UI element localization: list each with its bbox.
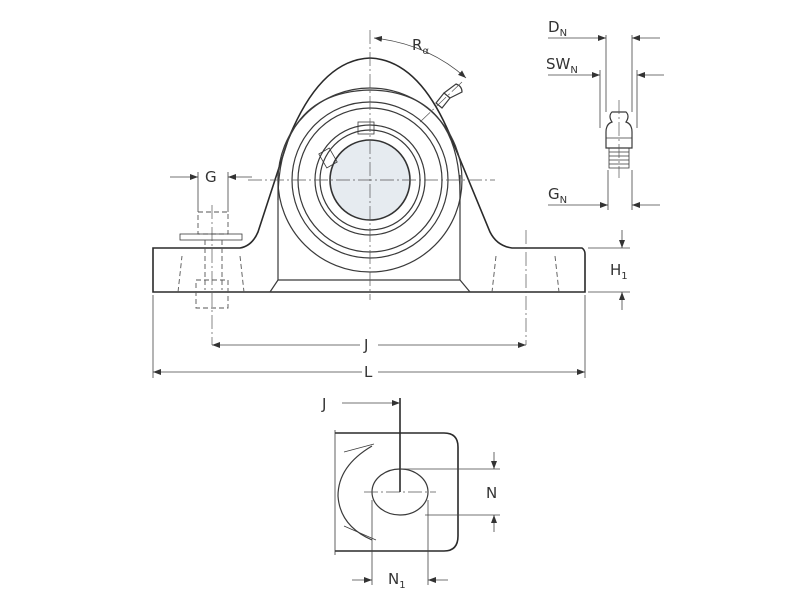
front-view: Rα G H1 J L (152, 30, 630, 381)
dim-label-swn: SWN (546, 55, 578, 76)
grease-nipple-detail: DN SWN GN (546, 18, 664, 210)
dim-label-l: L (364, 363, 373, 381)
dim-label-gn: GN (548, 185, 567, 206)
set-screw (357, 121, 375, 135)
dim-label-g: G (205, 168, 217, 186)
grease-nipple-mounted (435, 83, 463, 109)
dim-label-j-ref: J (321, 395, 326, 413)
dim-label-h1: H1 (610, 261, 628, 282)
dim-label-r-alpha: Rα (412, 36, 429, 57)
dim-label-n1: N1 (388, 570, 406, 591)
slot-detail-view: J N N1 (321, 395, 500, 591)
dim-label-dn: DN (548, 18, 567, 39)
mounting-bolt (179, 205, 243, 345)
dim-label-n: N (486, 484, 497, 502)
dim-label-j: J (363, 336, 368, 354)
